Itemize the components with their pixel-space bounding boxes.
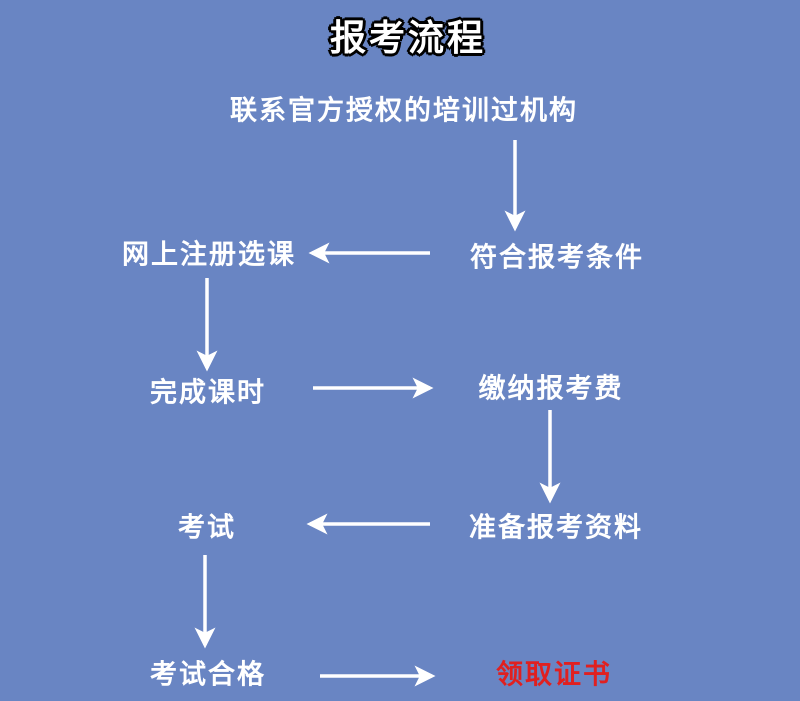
step-exam: 考试 [178, 512, 236, 544]
step-certificate: 领取证书 [496, 659, 612, 691]
page-title: 报考流程 [329, 18, 487, 59]
step-prepare: 准备报考资料 [469, 512, 643, 544]
step-pay-fee: 缴纳报考费 [478, 373, 624, 405]
step-contact: 联系官方授权的培训过机构 [230, 95, 578, 127]
step-register: 网上注册选课 [122, 239, 296, 271]
step-pass: 考试合格 [150, 659, 266, 691]
step-complete-hours: 完成课时 [150, 377, 266, 409]
step-eligible: 符合报考条件 [470, 242, 644, 274]
